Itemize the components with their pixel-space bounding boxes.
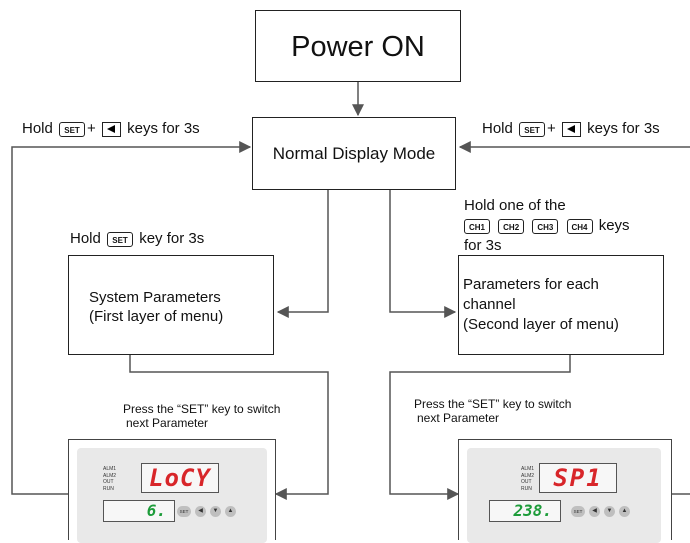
ch1-key-icon: CH1 — [464, 218, 490, 234]
top-display: LoCY — [141, 463, 219, 493]
arrow-left-loop — [11, 141, 252, 495]
led-alm1: ALM1 — [521, 466, 535, 472]
right-hold-prefix: Hold — [482, 120, 513, 137]
left-arrow-key-icon — [561, 121, 581, 137]
channel-parameters-line1: Parameters for each — [463, 276, 599, 293]
system-parameters-box: System Parameters (First layer of menu) — [68, 255, 274, 355]
arrow-system-to-device — [129, 355, 329, 500]
left-hold-plus: + — [87, 120, 96, 137]
left-button[interactable]: ◀ — [195, 506, 206, 517]
normal-display-label: Normal Display Mode — [272, 144, 436, 163]
press-set-note-right: Press the “SET” key to switch next Param… — [414, 397, 571, 425]
set-key-icon: SET — [107, 231, 134, 247]
ch-keys-row: CH1 CH2 CH3 CH4 keys — [464, 216, 630, 236]
status-leds: ALM1 ALM2 OUT RUN — [103, 466, 116, 492]
top-display: SP1 — [539, 463, 617, 493]
up-button[interactable]: ▲ — [225, 506, 236, 517]
bottom-display: 6. — [103, 500, 175, 522]
ch-hold-line1: Hold one of the — [464, 197, 566, 214]
power-on-box: Power ON — [255, 10, 461, 82]
down-button[interactable]: ▼ — [604, 506, 615, 517]
press-set-right-line1: Press the “SET” key to switch — [414, 397, 572, 411]
led-run: RUN — [521, 485, 532, 492]
up-button[interactable]: ▲ — [619, 506, 630, 517]
bottom-display: 238. — [489, 500, 561, 522]
set-key-icon: SET — [59, 121, 86, 137]
channel-parameters-line3: (Second layer of menu) — [463, 316, 619, 333]
led-out: OUT — [103, 479, 114, 485]
set-hold-suffix: key for 3s — [139, 230, 205, 247]
ch3-key-icon: CH3 — [532, 218, 559, 234]
controller-device-left: ALM1 ALM2 OUT RUN LoCY 6. SET ◀ ▼ ▲ — [68, 439, 276, 543]
ch4-key-icon: CH4 — [566, 218, 593, 234]
down-button[interactable]: ▼ — [210, 506, 221, 517]
left-hold-prefix: Hold — [22, 120, 53, 137]
press-set-left-line1: Press the “SET” key to switch — [123, 402, 281, 416]
channel-parameters-line2: channel — [463, 296, 516, 313]
right-hold-plus: + — [547, 120, 556, 137]
system-parameters-line1: System Parameters — [89, 289, 221, 306]
led-out: OUT — [521, 479, 532, 485]
arrow-channel-to-device — [389, 355, 571, 500]
ch-hold-line3: for 3s — [464, 237, 502, 254]
left-button[interactable]: ◀ — [589, 506, 600, 517]
controller-device-right: ALM1 ALM2 OUT RUN SP1 238. SET ◀ ▼ ▲ — [458, 439, 672, 543]
led-alm1: ALM1 — [103, 466, 117, 472]
left-hold-suffix: keys for 3s — [127, 120, 200, 137]
set-key-icon: SET — [519, 121, 546, 137]
normal-display-box: Normal Display Mode — [252, 117, 456, 190]
arrow-normal-to-system — [276, 190, 329, 318]
set-hold-prefix: Hold — [70, 230, 101, 247]
led-alm2: ALM2 — [103, 472, 117, 479]
led-run: RUN — [103, 485, 114, 492]
right-hold-instruction: Hold SET+ keys for 3s — [482, 120, 660, 138]
status-leds: ALM1 ALM2 OUT RUN — [521, 466, 534, 492]
press-set-left-line2: next Parameter — [126, 416, 209, 430]
power-on-label: Power ON — [291, 31, 425, 63]
left-hold-instruction: Hold SET+ keys for 3s — [22, 120, 200, 138]
press-set-note-left: Press the “SET” key to switch next Param… — [123, 402, 280, 430]
channel-parameters-box: Parameters for each channel (Second laye… — [458, 255, 664, 355]
arrow-normal-to-channel — [389, 190, 457, 318]
ch2-key-icon: CH2 — [498, 218, 525, 234]
ch-keys-word: keys — [598, 217, 630, 234]
set-hold-instruction: Hold SET key for 3s — [70, 230, 204, 248]
press-set-right-line2: next Parameter — [417, 411, 500, 425]
ch-hold-instruction: Hold one of the CH1 CH2 CH3 CH4 keys for… — [464, 196, 630, 256]
left-arrow-key-icon — [101, 121, 121, 137]
set-button[interactable]: SET — [571, 506, 585, 517]
led-alm2: ALM2 — [521, 472, 535, 479]
set-button[interactable]: SET — [177, 506, 191, 517]
right-hold-suffix: keys for 3s — [587, 120, 660, 137]
system-parameters-line2: (First layer of menu) — [89, 308, 224, 325]
